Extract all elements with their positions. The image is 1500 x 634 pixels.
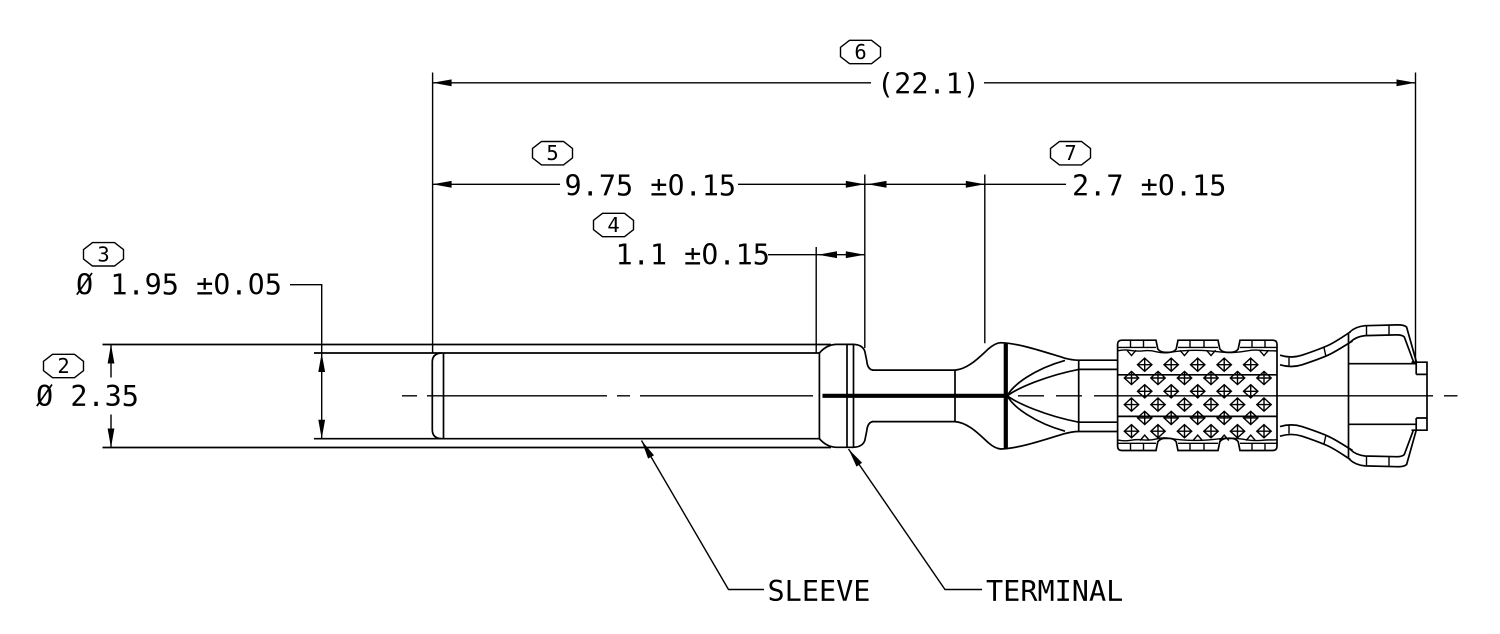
dim3-leader (290, 284, 323, 439)
dim7-text: 2.7 ±0.15 (1072, 170, 1226, 203)
dim-groove-width: 1.1 ±0.15 (616, 238, 865, 271)
balloon-3: 3 (82, 241, 125, 267)
balloon-5-number: 5 (546, 141, 558, 165)
cap-top-band-ticks (1365, 325, 1390, 336)
dim4-arrow-right (845, 251, 865, 259)
dim3-text: Ø 1.95 ±0.05 (76, 269, 282, 302)
dim7-arrow-right (965, 180, 985, 188)
sleeve-label: SLEEVE (640, 440, 871, 608)
balloon-4-number: 4 (607, 213, 619, 237)
strap-bottom-ticks (1288, 424, 1327, 445)
balloon-4: 4 (592, 212, 635, 238)
dim4-text: 1.1 ±0.15 (616, 238, 770, 271)
dim4-arrow-left (818, 251, 837, 259)
funnel-curve-bottom-outer (1006, 395, 1066, 433)
sleeve-label-text: SLEEVE (768, 575, 871, 608)
terminal-leader-line (847, 448, 982, 591)
dim-head-diameter: Ø 2.35 (36, 344, 139, 448)
strap-bottom-lower (1279, 424, 1353, 452)
balloon-3-frame (82, 241, 125, 267)
knurl-bottom-tab-lines (1117, 442, 1277, 451)
balloon-3-number: 3 (97, 242, 109, 266)
balloon-6-number: 6 (854, 40, 866, 64)
balloon-2-number: 2 (57, 354, 69, 378)
dim7-arrow-left (867, 180, 887, 188)
funnel-curve-top-outer (1006, 359, 1066, 397)
knurl-section (1116, 339, 1278, 452)
terminal-head-bottom (818, 420, 874, 449)
balloons: 6 5 7 4 3 2 (42, 39, 1092, 379)
dim2-arrow-down (107, 428, 115, 448)
strap-top-ticks (1288, 347, 1327, 367)
bell-bottom-outline (954, 420, 1079, 450)
balloon-5-frame (531, 140, 574, 166)
terminal-label: TERMINAL (847, 448, 1123, 608)
balloon-7: 7 (1049, 140, 1092, 166)
knurl-top-wavy-edge (1117, 349, 1278, 354)
knurl-outline (1116, 339, 1278, 452)
strap-bottom-upper (1279, 433, 1351, 461)
balloon-7-frame (1049, 140, 1092, 166)
balloon-6-frame (839, 39, 882, 65)
part-labels: SLEEVE TERMINAL (640, 440, 1123, 608)
dim2-arrow-up (107, 344, 115, 364)
sleeve-leader-arrow (641, 440, 654, 459)
dim5-text: 9.75 ±0.15 (565, 170, 737, 203)
dim3-arrow-down (318, 419, 326, 439)
balloon-2-frame (42, 353, 85, 379)
dim5-arrow-left (432, 180, 452, 188)
cap-top-band-outer (1348, 324, 1418, 363)
balloon-7-number: 7 (1064, 141, 1076, 165)
strap-top-upper (1279, 331, 1351, 358)
dim3-arrow-up (318, 353, 326, 372)
sleeve-left-cap (431, 352, 442, 440)
dim-head-projection: 2.7 ±0.15 (864, 170, 1226, 203)
knurl-top-tab-lines (1117, 340, 1277, 349)
balloon-4-frame (592, 212, 635, 238)
dim6-arrow-right (1396, 79, 1416, 87)
knurl-diamonds-path (1123, 349, 1273, 441)
dim-sleeve-length: 9.75 ±0.15 (432, 170, 865, 203)
cap-bottom-band-ticks (1365, 456, 1390, 467)
balloon-5: 5 (531, 140, 574, 166)
extension-lines (431, 72, 1417, 362)
dim6-arrow-left (432, 79, 452, 87)
cap-bottom-band-outer (1348, 429, 1418, 468)
balloon-2: 2 (42, 353, 85, 379)
rear-tab-inner-lines (1416, 373, 1427, 419)
dim6-text: (22.1) (877, 67, 980, 100)
dim2-text: Ø 2.35 (36, 380, 139, 413)
funnel-curve-top-inner (1006, 368, 1079, 397)
dim-overall-length: (22.1) (432, 67, 1416, 100)
funnel-curve-bottom-inner (1006, 395, 1079, 424)
strap-top-lower (1279, 340, 1353, 368)
sleeve-leader-line (640, 440, 764, 591)
terminal-label-text: TERMINAL (986, 575, 1123, 608)
part-outline (102, 341, 1118, 450)
cap-top-band-inner (1349, 334, 1415, 363)
knurl-diamond-pattern (1123, 349, 1273, 441)
terminal-head-top (818, 343, 874, 371)
dim5-arrow-right (845, 180, 865, 188)
rear-section (1279, 324, 1428, 468)
bell-top-outline (954, 341, 1079, 371)
balloon-6: 6 (839, 39, 882, 65)
rear-tab-outline (1411, 361, 1428, 432)
cap-bottom-band-inner (1349, 429, 1415, 458)
dim-sleeve-diameter: Ø 1.95 ±0.05 (76, 269, 326, 439)
terminal-leader-arrow (848, 449, 863, 467)
